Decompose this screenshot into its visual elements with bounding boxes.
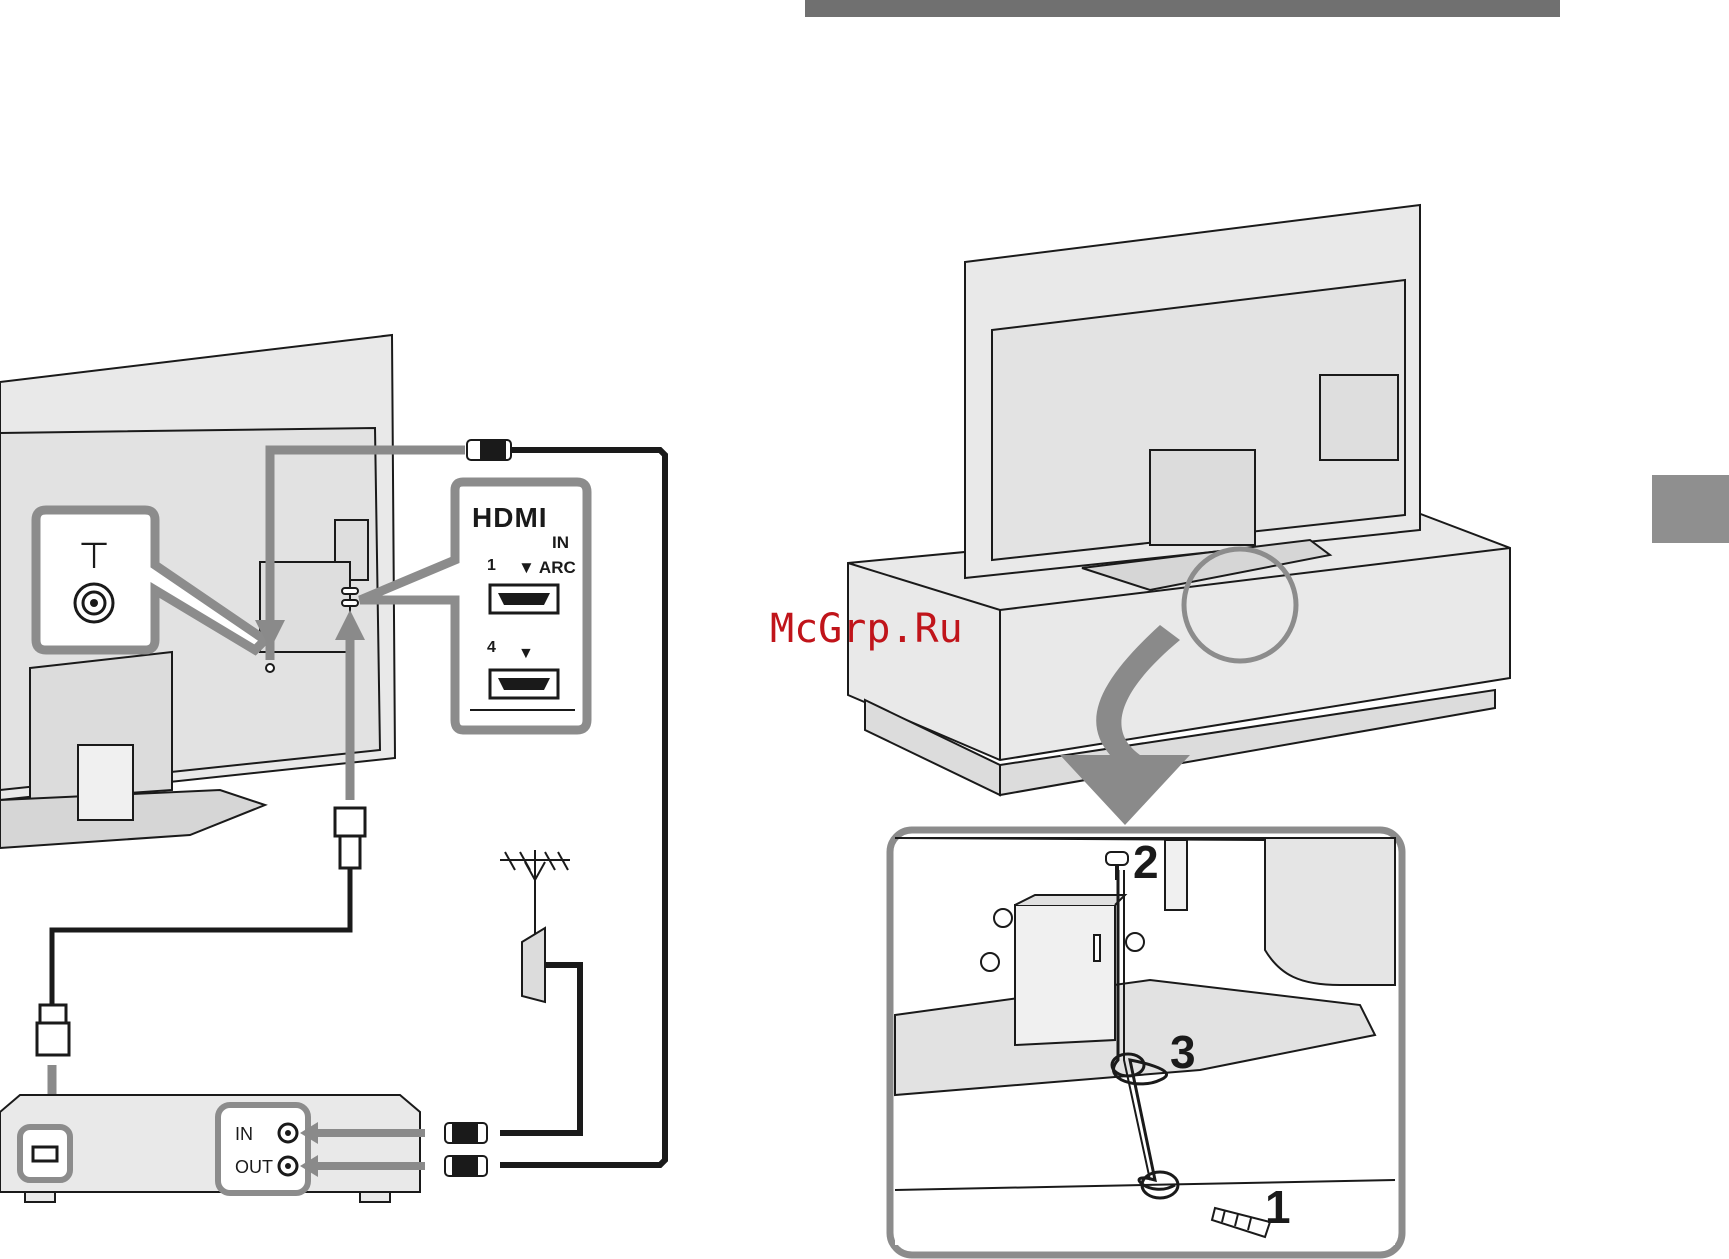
step-2-label: 2: [1133, 836, 1159, 888]
watermark-text: McGrp.Ru: [770, 606, 963, 652]
recorder-rf-panel: [218, 1105, 308, 1193]
hdmi-port-icon: [490, 585, 558, 613]
hdmi-port-4-number: 4: [487, 639, 496, 656]
hdmi-port-1-number: 1: [487, 557, 496, 574]
recorder-device: IN OUT: [0, 1095, 420, 1202]
recorder-in-label: IN: [235, 1124, 253, 1144]
step-1-label: 1: [1265, 1181, 1291, 1233]
rf-plug-icon: [467, 440, 511, 460]
aerial-icon: [500, 850, 570, 935]
strap-detail-inset: 2 3 1: [890, 830, 1402, 1255]
hdmi-logo: HDMI: [472, 502, 548, 533]
tv-on-stand: [965, 205, 1420, 590]
step-3-label: 3: [1170, 1026, 1196, 1078]
hdmi-port-4-marker: ▼: [518, 645, 534, 662]
antenna-socket-icon: [75, 584, 113, 622]
hdmi-in-label: IN: [552, 533, 569, 552]
recorder-out-label: OUT: [235, 1157, 273, 1177]
antenna-symbol: ⊤: [78, 535, 109, 576]
wall-outlet: [522, 928, 545, 1002]
side-tab: [1652, 475, 1729, 543]
hdmi-port-1-arc-label: ▼ ARC: [518, 558, 576, 577]
section-header-bar: [805, 0, 1560, 17]
hdmi-port-icon: [490, 670, 558, 698]
